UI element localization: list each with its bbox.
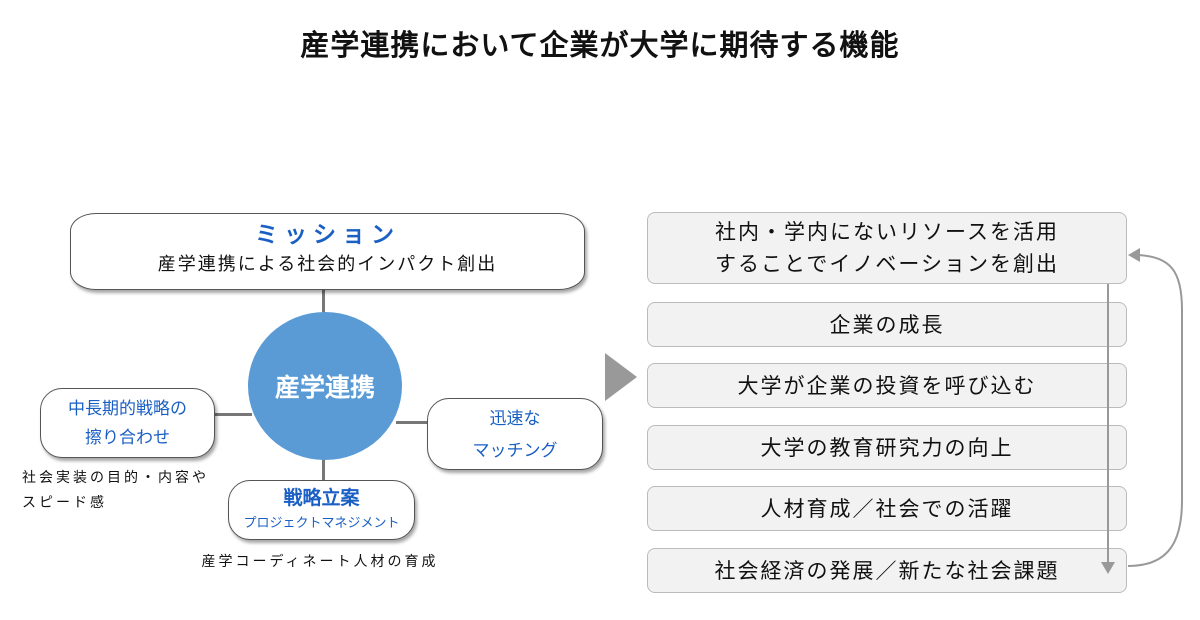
bottom-line1: 戦略立案 bbox=[283, 487, 360, 509]
connector-line bbox=[396, 421, 429, 424]
flow-arrows bbox=[1101, 248, 1183, 574]
function-text: 大学が企業の投資を呼び込む bbox=[737, 373, 1037, 398]
loop-back-arrow-icon bbox=[1127, 248, 1183, 567]
left-line2: 擦り合わせ bbox=[85, 428, 170, 448]
arrow-right-icon bbox=[605, 353, 637, 401]
left-line1: 中長期的戦略の bbox=[68, 399, 187, 419]
connector-line bbox=[214, 413, 252, 416]
bottom-caption: 産学コーディネート人材の育成 bbox=[201, 554, 439, 570]
function-box-5: 人材育成／社会での活躍 bbox=[647, 486, 1127, 531]
left-box: 中長期的戦略の 擦り合わせ bbox=[40, 388, 215, 458]
down-arrow-icon bbox=[1101, 284, 1115, 574]
function-box-2: 企業の成長 bbox=[647, 302, 1127, 347]
center-label: 産学連携 bbox=[274, 373, 375, 402]
left-caption-line2: スピード感 bbox=[22, 495, 107, 511]
function-box-3: 大学が企業の投資を呼び込む bbox=[647, 363, 1127, 408]
right-line1: 迅速な bbox=[489, 409, 541, 429]
function-text: 人材育成／社会での活躍 bbox=[760, 496, 1014, 521]
right-box: 迅速な マッチング bbox=[427, 398, 603, 470]
left-caption-line1: 社会実装の目的・内容や bbox=[22, 470, 209, 486]
mission-box: ミッション 産学連携による社会的インパクト創出 bbox=[70, 213, 585, 290]
function-text: 企業の成長 bbox=[829, 312, 945, 337]
connector-line bbox=[322, 455, 325, 482]
function-box-4: 大学の教育研究力の向上 bbox=[647, 425, 1127, 470]
bottom-line2: プロジェクトマネジメント bbox=[243, 516, 400, 531]
function-box-1: 社内・学内にないリソースを活用することでイノベーションを創出 bbox=[647, 212, 1127, 284]
mission-text: 産学連携による社会的インパクト創出 bbox=[157, 254, 498, 275]
right-line2: マッチング bbox=[472, 441, 558, 461]
function-text: することでイノベーションを創出 bbox=[715, 252, 1059, 276]
mission-heading: ミッション bbox=[255, 222, 400, 248]
function-box-6: 社会経済の発展／新たな社会課題 bbox=[647, 548, 1127, 593]
function-text: 大学の教育研究力の向上 bbox=[760, 435, 1014, 460]
bottom-box: 戦略立案 プロジェクトマネジメント bbox=[228, 480, 415, 540]
function-text: 社会経済の発展／新たな社会課題 bbox=[714, 558, 1060, 583]
page-title: 産学連携において企業が大学に期待する機能 bbox=[300, 28, 900, 62]
left-caption: 社会実装の目的・内容や スピード感 bbox=[22, 466, 209, 516]
center-circle: 産学連携 bbox=[248, 312, 402, 460]
connector-line bbox=[322, 290, 325, 315]
function-text: 社内・学内にないリソースを活用 bbox=[715, 220, 1059, 244]
